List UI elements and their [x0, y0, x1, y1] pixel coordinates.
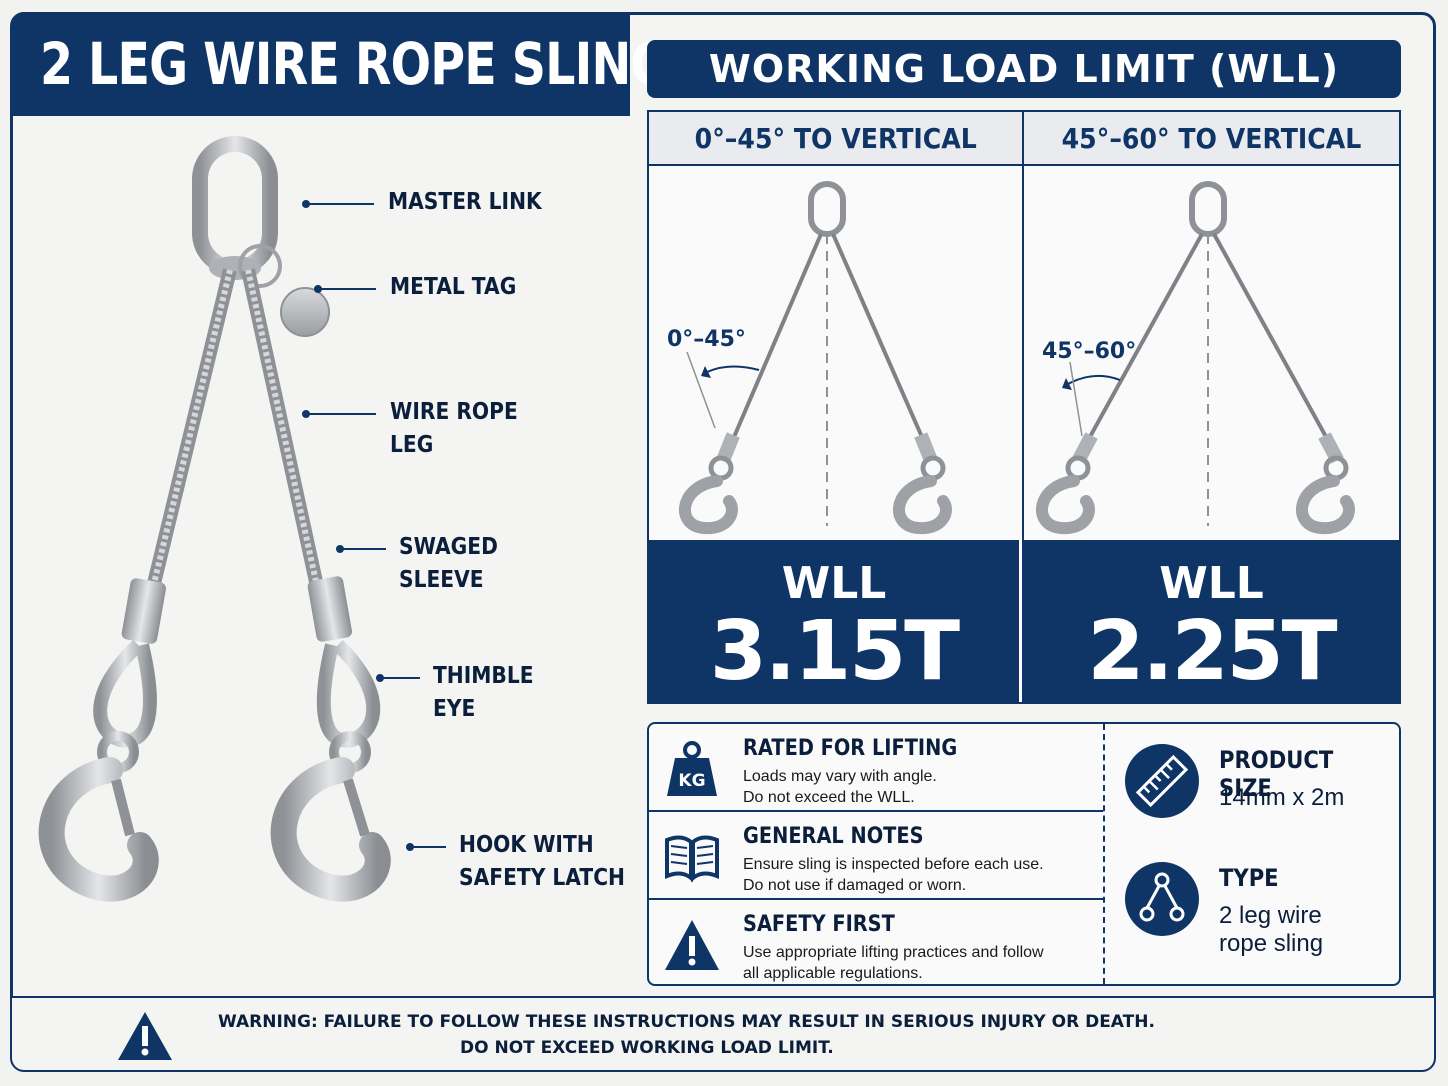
leader-swaged-sleeve — [336, 545, 386, 553]
label-metal-tag: METAL TAG — [390, 274, 517, 300]
label-master-link: MASTER LINK — [388, 189, 542, 215]
angle-label: 0°–45° — [667, 327, 746, 352]
spec-value: 14mm x 2m — [1219, 784, 1345, 811]
wire-rope-sling-illustration — [38, 136, 391, 902]
swaged-sleeve-left — [121, 578, 166, 644]
open-book-icon — [665, 835, 719, 883]
ruler-icon — [1125, 744, 1199, 818]
leader-wire-rope-leg — [302, 410, 376, 418]
warning-triangle-icon — [118, 1012, 172, 1060]
info-divider — [1103, 724, 1105, 984]
wll-label: WLL — [781, 558, 887, 609]
wll-value: 3.15T — [709, 604, 960, 699]
warning-triangle-icon — [665, 920, 719, 970]
leader-metal-tag — [314, 285, 376, 293]
spec-type: TYPE 2 leg wire rope sling — [1121, 842, 1391, 962]
page-title: 2 LEG WIRE ROPE SLING — [12, 12, 670, 116]
svg-text:KG: KG — [678, 771, 705, 791]
warning-footer: WARNING: FAILURE TO FOLLOW THESE INSTRUC… — [12, 996, 1434, 1070]
wll-column-0-45: 0°–45° TO VERTICAL 0°–45° WLL 3.15 — [649, 112, 1024, 702]
hook-left — [38, 757, 159, 902]
thimble-eye-right — [316, 639, 381, 748]
thimble-eye-left — [93, 639, 157, 748]
label-wire-rope-leg: WIRE ROPE LEG — [390, 399, 518, 458]
info-row-safety: SAFETY FIRST Use appropriate lifting pra… — [649, 900, 1103, 988]
info-heading: GENERAL NOTES — [743, 824, 924, 849]
info-row-rated: KG RATED FOR LIFTING Loads may vary with… — [649, 724, 1103, 812]
sling-angle-diagram: 0°–45° — [649, 166, 1022, 540]
wll-column-header: 0°–45° TO VERTICAL — [649, 112, 1022, 166]
sling-angle-diagram: 45°–60° — [1024, 166, 1399, 540]
spec-value: 2 leg wire rope sling — [1219, 902, 1324, 957]
wll-value-box: WLL 3.15T — [649, 540, 1019, 702]
info-heading: RATED FOR LIFTING — [743, 736, 958, 761]
label-thimble-eye: THIMBLE EYE — [433, 663, 534, 722]
leader-hook — [406, 843, 446, 851]
spec-heading: TYPE — [1219, 864, 1279, 892]
metal-tag — [280, 287, 330, 337]
label-hook: HOOK WITH SAFETY LATCH — [459, 832, 626, 891]
wll-column-45-60: 45°–60° TO VERTICAL 45°–60° WLL 2. — [1024, 112, 1399, 702]
leader-thimble-eye — [376, 674, 420, 682]
info-text: Use appropriate lifting practices and fo… — [743, 944, 1044, 982]
warning-line-1: WARNING: FAILURE TO FOLLOW THESE INSTRUC… — [218, 1012, 1155, 1032]
master-link — [192, 136, 278, 276]
leader-master-link — [302, 200, 374, 208]
angle-label: 45°–60° — [1042, 339, 1136, 364]
wll-column-header: 45°–60° TO VERTICAL — [1024, 112, 1399, 166]
spec-product-size: PRODUCT SIZE 14mm x 2m — [1121, 724, 1391, 844]
info-row-notes: GENERAL NOTES Ensure sling is inspected … — [649, 812, 1103, 900]
wll-table: 0°–45° TO VERTICAL 0°–45° WLL 3.15 — [647, 110, 1401, 704]
info-heading: SAFETY FIRST — [743, 912, 895, 937]
hook-right — [270, 757, 391, 902]
info-text: Ensure sling is inspected before each us… — [743, 856, 1044, 894]
warning-line-2: DO NOT EXCEED WORKING LOAD LIMIT. — [460, 1038, 834, 1058]
spec-heading: PRODUCT SIZE — [1219, 746, 1334, 802]
label-swaged-sleeve: SWAGED SLEEVE — [399, 534, 498, 593]
info-panel: KG RATED FOR LIFTING Loads may vary with… — [647, 722, 1401, 986]
wll-heading: WORKING LOAD LIMIT (WLL) — [647, 40, 1401, 98]
weight-kg-icon: KG — [667, 741, 717, 796]
info-text: Loads may vary with angle. Do not exceed… — [743, 768, 937, 806]
wll-value-box: WLL 2.25T — [1024, 540, 1399, 702]
sling-icon — [1125, 862, 1199, 936]
swaged-sleeve-right — [307, 576, 352, 642]
wll-label: WLL — [1159, 558, 1264, 609]
wll-value: 2.25T — [1087, 604, 1337, 699]
